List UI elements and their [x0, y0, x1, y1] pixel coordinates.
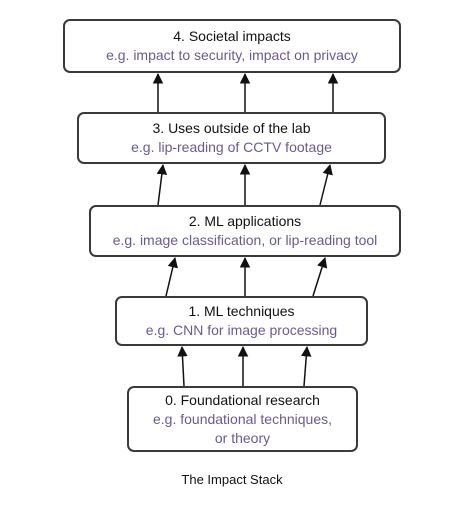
level-0-box: 0. Foundational research e.g. foundation… — [127, 386, 358, 452]
arrow-4 — [156, 163, 168, 206]
level-3-title: 3. Uses outside of the lab — [152, 120, 311, 136]
level-2-title: 2. ML applications — [188, 213, 302, 229]
level-2-example: e.g. image classification, or lip-readin… — [112, 232, 378, 248]
level-1-title: 1. ML techniques — [188, 303, 295, 319]
diagram-caption: The Impact Stack — [181, 472, 283, 487]
arrows — [152, 72, 339, 387]
level-1-box: 1. ML techniques e.g. CNN for image proc… — [115, 296, 368, 346]
level-0-title: 0. Foundational research — [165, 391, 320, 408]
arrow-12 — [301, 345, 312, 387]
arrow-7 — [165, 256, 178, 297]
arrow-10 — [177, 345, 188, 387]
level-0-example-line2: or theory — [214, 429, 271, 446]
level-4-title: 4. Societal impacts — [173, 28, 291, 44]
arrow-9 — [312, 256, 328, 297]
level-0-example: e.g. foundational techniques, — [152, 410, 333, 427]
level-4-box: 4. Societal impacts e.g. impact to secur… — [63, 19, 401, 73]
level-4-example: e.g. impact to security, impact on priva… — [106, 47, 358, 63]
level-3-example: e.g. lip-reading of CCTV footage — [131, 139, 332, 155]
arrow-6 — [319, 163, 333, 206]
level-3-box: 3. Uses outside of the lab e.g. lip-read… — [77, 112, 386, 164]
level-2-box: 2. ML applications e.g. image classifica… — [89, 205, 401, 257]
level-1-example: e.g. CNN for image processing — [145, 322, 338, 338]
